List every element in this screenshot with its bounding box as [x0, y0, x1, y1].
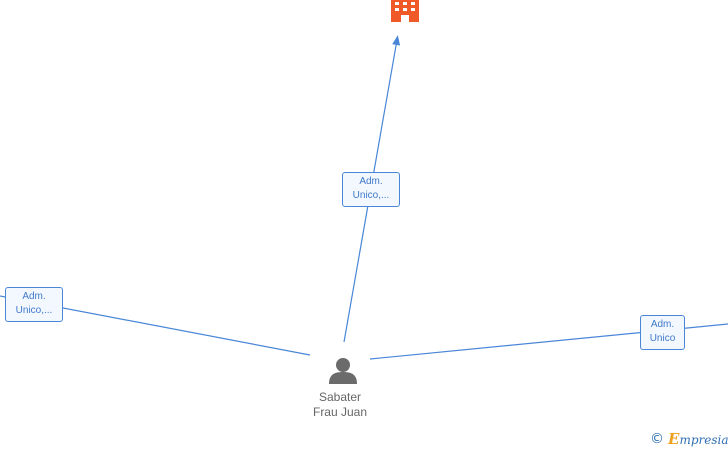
edge-label-top-line1: Adm.: [359, 176, 383, 187]
empresia-watermark: © Empresia: [650, 430, 728, 448]
copyright-icon: ©: [650, 431, 664, 447]
edge-label-right-line2: Unico: [649, 333, 676, 344]
edge-label-right[interactable]: Adm. Unico: [640, 315, 685, 350]
person-name-line1: Sabater: [318, 390, 362, 404]
person-name-line2: Frau Juan: [312, 405, 368, 419]
empresia-logo: Empresia: [668, 430, 728, 448]
edge-label-top-line2: Unico,...: [352, 190, 390, 201]
edge-label-left-line2: Unico,...: [15, 305, 53, 316]
person-name[interactable]: Sabater Frau Juan: [290, 390, 390, 420]
empresia-logo-rest: mpresia: [679, 433, 728, 447]
building-icon[interactable]: [391, 0, 419, 22]
edge-label-left[interactable]: Adm. Unico,...: [5, 287, 63, 322]
edge-label-top[interactable]: Adm. Unico,...: [342, 172, 400, 207]
person-icon[interactable]: [329, 358, 357, 384]
edge-label-left-line1: Adm.: [22, 291, 46, 302]
empresia-logo-initial: E: [668, 430, 680, 448]
edge-label-right-line1: Adm.: [650, 319, 675, 330]
